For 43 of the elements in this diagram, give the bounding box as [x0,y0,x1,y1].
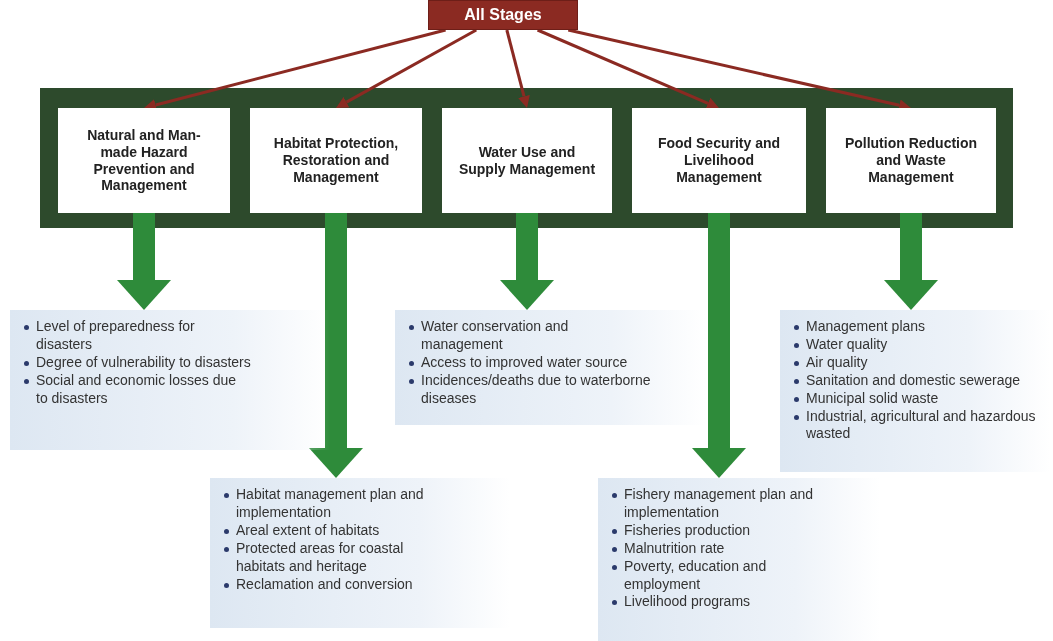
indicator-item: Water conservation and management [421,318,569,352]
arrow [144,28,446,111]
thick-arrow [500,213,554,310]
indicator-item: Municipal solid waste [806,389,939,406]
indicator-item: Air quality [806,353,868,370]
indicator-item: Level of preparedness for disasters [36,318,195,352]
indicator-item: Industrial, agricultural and hazardous wasted [806,407,1036,442]
category-label: Water Use and Supply Management [457,143,597,178]
indicator-item: Degree of vulnerability to disasters [36,353,251,370]
arrow [536,28,719,109]
indicator-item: Incidences/deaths due to waterborne diseases [421,371,651,406]
category-label: Natural and Man-made Hazard Prevention and Management [86,126,202,195]
thick-arrow [117,213,171,310]
header-text: All Stages [464,6,542,24]
indicator-item: Sanitation and domestic sewerage [806,371,1021,388]
indicator-item: Fisheries production [624,521,751,538]
indicator-item: Poverty, education and employment [624,557,767,592]
category-box [250,108,422,213]
stage-header [428,0,578,30]
indicator-item: Access to improved water source [421,353,628,370]
indicator-item: Protected areas for coastal habitats and heritage [236,539,404,574]
category-box [632,108,806,213]
indicator-item: Water quality [806,335,888,352]
thick-arrow [309,213,363,478]
category-box [442,108,612,213]
thick-arrow [692,213,746,478]
category-label: Habitat Protection, Restoration and Management [272,135,400,186]
indicator-item: Areal extent of habitats [236,521,380,538]
indicator-item: Livelihood programs [624,593,751,610]
category-label: Food Security and Livelihood Management [656,135,782,186]
thick-arrow [884,213,938,310]
category-box [826,108,996,213]
indicator-panel [10,310,330,450]
indicator-item: Reclamation and conversion [236,575,413,592]
indicator-item: Malnutrition rate [624,539,725,556]
indicator-item: Fishery management plan and implementation [624,486,814,520]
indicator-item: Habitat management plan and implementation [236,486,424,520]
category-box [58,108,230,213]
category-label: Pollution Reduction and Waste Management [843,135,979,186]
arrow [336,28,477,108]
indicator-item: Social and economic losses due to disasters [36,371,236,406]
indicator-item: Management plans [806,318,926,334]
arrow [505,29,530,108]
